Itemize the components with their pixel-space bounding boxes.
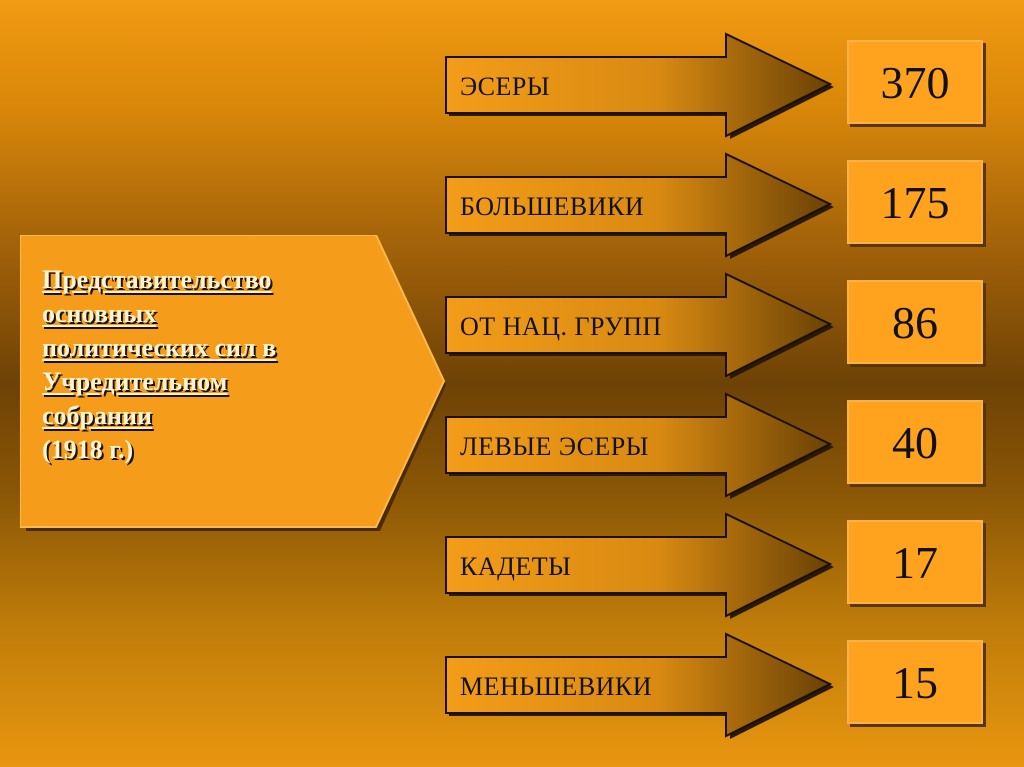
arrow-shape — [445, 392, 834, 499]
title-line-5: собрании — [42, 401, 152, 430]
arrow-shape — [445, 512, 834, 619]
seat-count: 175 — [847, 160, 983, 244]
party-row-levye-esery: ЛЕВЫЕ ЭСЕРЫ 40 — [444, 392, 989, 502]
title-line-3: политических сил в — [42, 333, 277, 362]
seat-count: 17 — [847, 520, 983, 604]
party-label: КАДЕТЫ — [460, 552, 572, 581]
seat-count: 370 — [847, 40, 983, 124]
title-pentagon — [20, 235, 452, 533]
party-label: МЕНЬШЕВИКИ — [460, 672, 653, 701]
arrow-shape — [445, 272, 834, 379]
arrow-shape — [445, 32, 834, 139]
party-row-bolsheviki: БОЛЬШЕВИКИ 175 — [444, 152, 989, 262]
party-label: ЭСЕРЫ — [460, 72, 551, 101]
title-line-2: основных — [42, 299, 157, 328]
party-row-nats-grupp: ОТ НАЦ. ГРУПП 86 — [444, 272, 989, 382]
title-text: Представительство основных политических … — [42, 263, 382, 467]
party-label: ОТ НАЦ. ГРУПП — [460, 312, 662, 341]
arrow-shape — [445, 152, 834, 259]
seat-count: 86 — [847, 280, 983, 364]
seat-count: 40 — [847, 400, 983, 484]
party-row-mensheviki: МЕНЬШЕВИКИ 15 — [444, 632, 989, 742]
party-row-esery: ЭСЕРЫ 370 — [444, 32, 989, 142]
party-label: ЛЕВЫЕ ЭСЕРЫ — [460, 432, 649, 461]
party-label: БОЛЬШЕВИКИ — [460, 192, 645, 221]
party-row-kadety: КАДЕТЫ 17 — [444, 512, 989, 622]
title-line-4: Учредительном — [42, 367, 228, 396]
title-year: (1918 г.) — [42, 435, 134, 464]
title-pentagon-shape — [20, 235, 446, 531]
title-line-1: Представительство — [42, 265, 272, 294]
seat-count: 15 — [847, 640, 983, 724]
arrow-shape — [445, 632, 834, 739]
